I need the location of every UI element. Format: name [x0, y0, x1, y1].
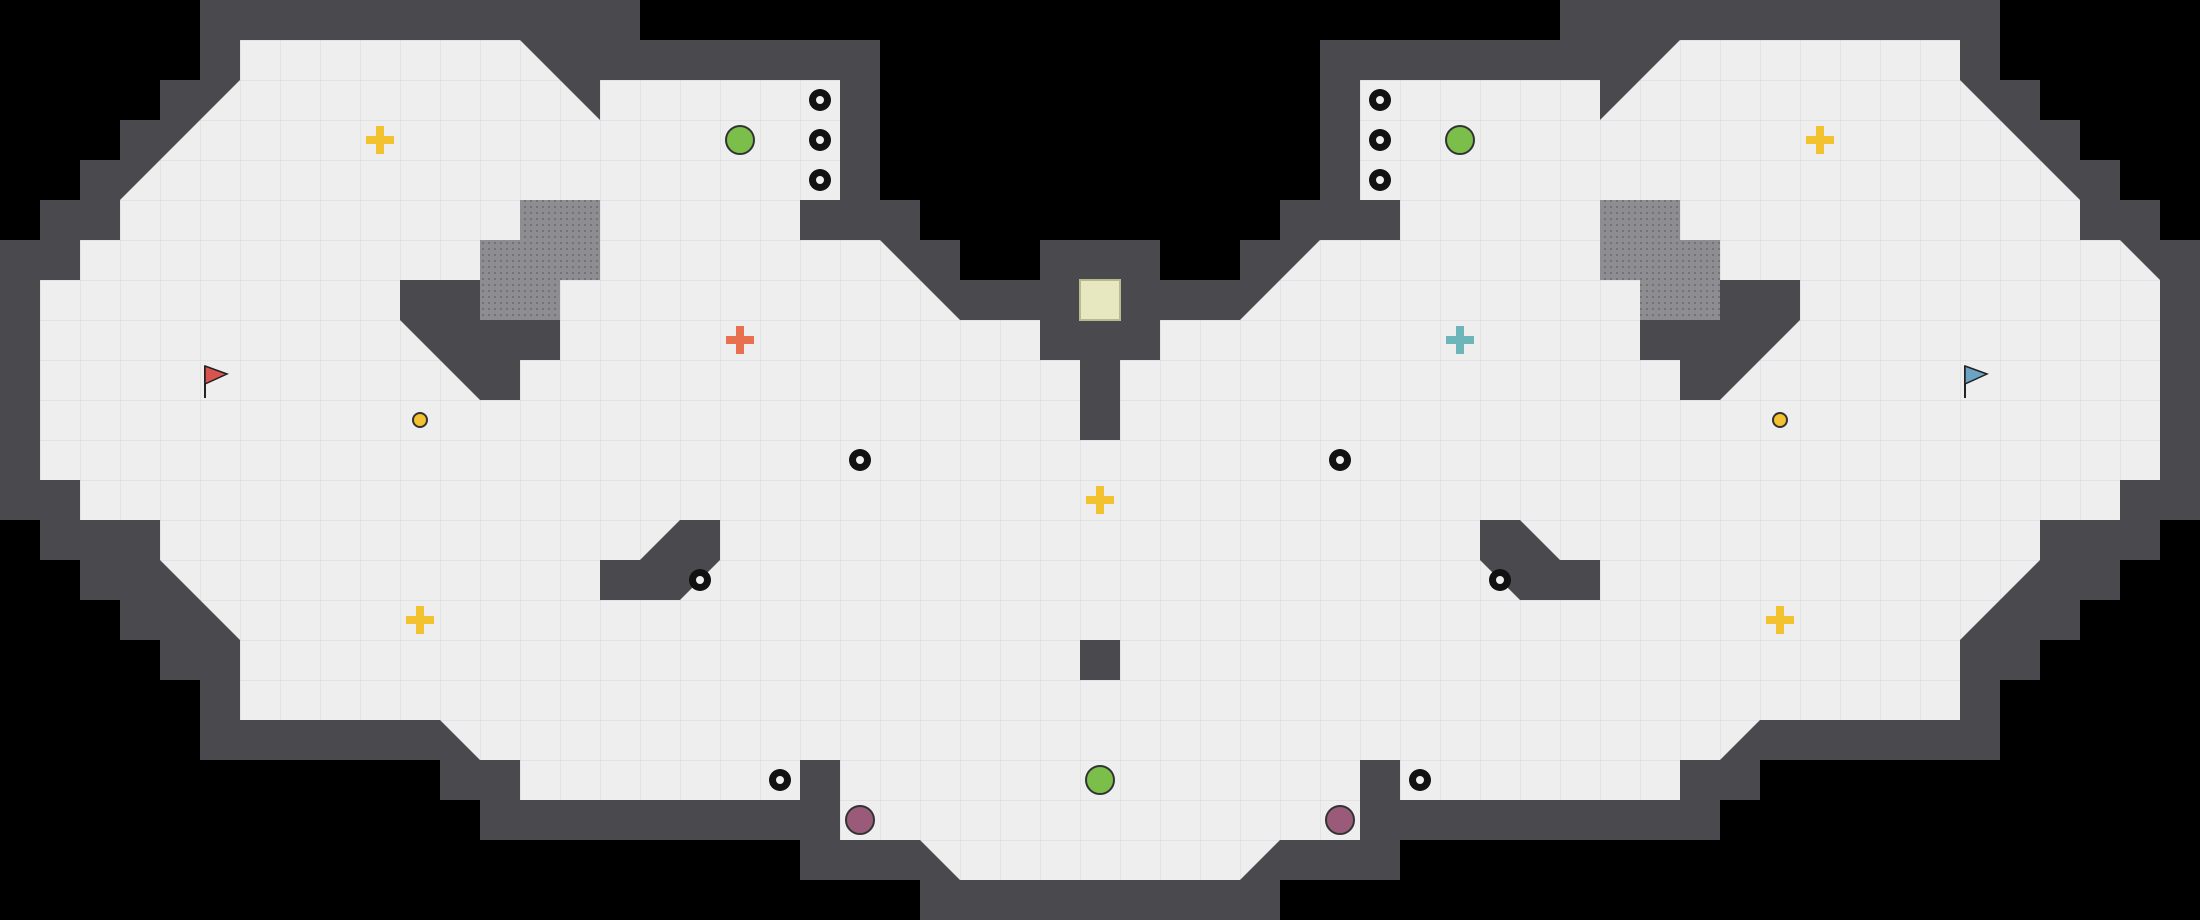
spike-icon: [849, 449, 871, 471]
spike-icon: [1329, 449, 1351, 471]
red-flag-icon: [204, 364, 229, 398]
gate-tile: [1079, 279, 1121, 321]
boosts: [366, 126, 1834, 634]
spike-icon: [1369, 89, 1391, 111]
button-icon: [412, 412, 428, 428]
spike-icon: [809, 169, 831, 191]
boost-icon: [1086, 486, 1114, 514]
bomb-icon: [1325, 805, 1355, 835]
spike-icon: [1489, 569, 1511, 591]
blue-team-boost: [1446, 326, 1474, 354]
spike-icon: [1409, 769, 1431, 791]
spike-icon: [689, 569, 711, 591]
spike-icon: [1369, 129, 1391, 151]
spike-icon: [809, 129, 831, 151]
powerup-icon: [1085, 765, 1115, 795]
bomb-icon: [845, 805, 875, 835]
spike-icon: [809, 89, 831, 111]
boost-icon: [366, 126, 394, 154]
powerup-icon: [725, 125, 755, 155]
buttons: [412, 412, 1788, 428]
bombs: [845, 805, 1355, 835]
spike-icon: [1369, 169, 1391, 191]
spike-icon: [769, 769, 791, 791]
red-team-boost: [726, 326, 754, 354]
blue-flag-icon: [1964, 364, 1989, 398]
boost-icon: [406, 606, 434, 634]
boost-icon: [1766, 606, 1794, 634]
powerups: [725, 125, 1475, 795]
boost-icon: [1806, 126, 1834, 154]
center-pillar: [1040, 240, 1160, 440]
button-icon: [1772, 412, 1788, 428]
spikes: [689, 89, 1511, 791]
grate-tiles: [480, 200, 1720, 320]
center-block: [1080, 640, 1120, 680]
powerup-icon: [1445, 125, 1475, 155]
